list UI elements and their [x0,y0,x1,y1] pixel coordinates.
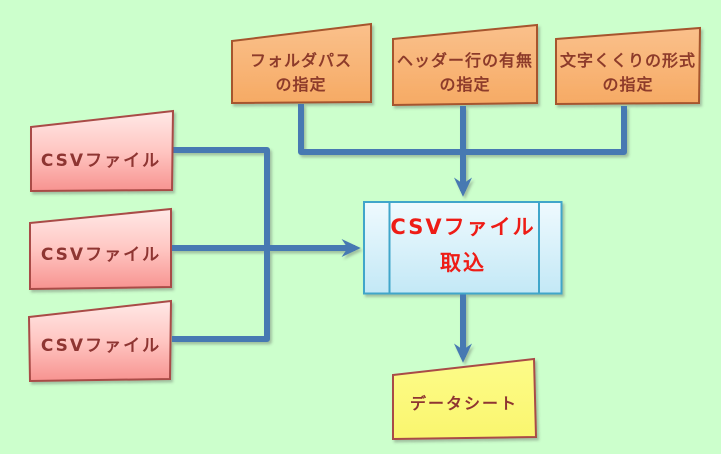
folder-path-box: フォルダパス の指定 [231,22,372,105]
folder-path-box-shape [231,22,372,105]
csv-file-box-3-shape [27,299,173,383]
csv-import-label-line2: 取込 [440,251,486,275]
quote-format-label-line1: 文字くくりの形式 [560,51,696,70]
datasheet-label: データシート [410,394,518,413]
quote-format-label-line2: の指定 [602,75,653,94]
csv-file-box-1-shape [30,109,175,193]
csv-import-box: CSVファイル 取込 [363,201,563,295]
csv-file-2-label: CSVファイル [41,245,161,265]
csv-file-box-3: CSVファイル [27,299,173,383]
connector-csv-group [172,147,270,342]
datasheet-box: データシート [392,357,538,441]
csv-file-3-label: CSVファイル [41,336,161,356]
header-row-box-shape [392,23,538,107]
quote-format-box-shape [555,26,702,106]
csv-import-box-shape [363,201,563,295]
csv-file-1-label: CSVファイル [41,151,161,171]
csv-import-label-line1: CSVファイル [390,215,535,239]
quote-format-box: 文字くくりの形式 の指定 [555,26,702,106]
csv-file-box-1: CSVファイル [30,109,175,193]
connectors [171,104,627,363]
header-row-label-line2: の指定 [439,75,490,94]
datasheet-box-shape [392,357,538,441]
csv-file-box-2-shape [29,207,172,291]
header-row-label-line1: ヘッダー行の有無 [397,51,533,70]
folder-path-label-line1: フォルダパス [250,51,352,70]
csv-file-box-2: CSVファイル [29,207,172,291]
header-row-box: ヘッダー行の有無 の指定 [392,23,538,107]
folder-path-label-line2: の指定 [275,75,326,94]
